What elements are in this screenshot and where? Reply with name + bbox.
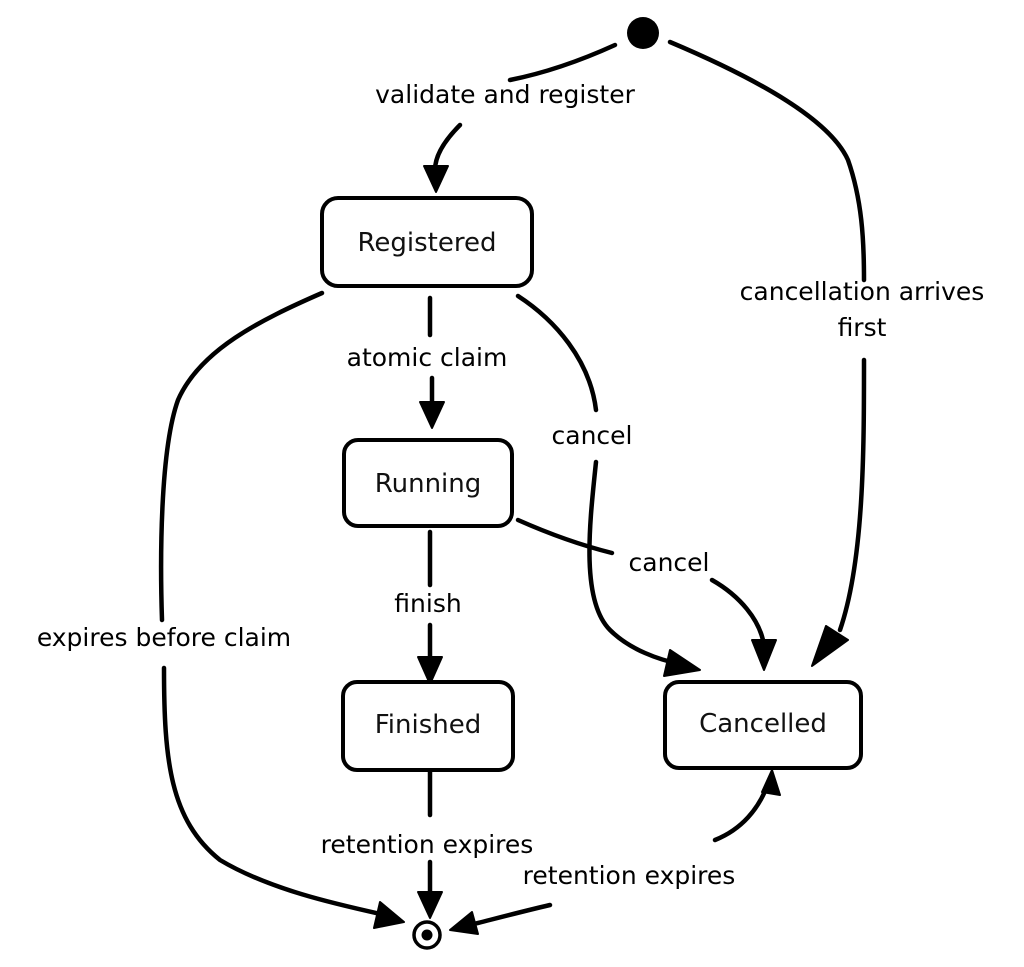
arrowhead-registered-to-cancelled <box>663 649 701 677</box>
edge-expires-lower <box>161 665 388 918</box>
label-expires-before-claim: expires before claim <box>37 623 291 652</box>
state-registered: Registered <box>320 196 534 288</box>
state-running: Running <box>342 438 514 528</box>
arrowhead-to-registered <box>423 165 449 193</box>
label-cancellation-first-line2: first <box>838 313 887 342</box>
edge-validate-register <box>507 42 618 83</box>
arrowhead-cancelled-to-final <box>449 911 479 935</box>
edge-cancellation-first-upper <box>667 39 867 283</box>
arrowhead-first-to-cancelled <box>811 625 849 667</box>
label-cancel-registered: cancel <box>552 421 633 450</box>
arrowhead-to-finished <box>417 656 443 685</box>
arrowhead-from-cancelled <box>761 769 781 796</box>
edge-retention-cancelled-lower <box>467 902 553 928</box>
edge-retention-cancelled-upper <box>712 775 773 843</box>
edge-cancel-registered-upper <box>515 293 599 413</box>
arrowhead-finished-to-final <box>417 891 443 919</box>
edge-validate-register-lower <box>432 122 463 173</box>
edge-cancel-running-lower <box>709 577 767 648</box>
label-cancel-running: cancel <box>629 548 710 577</box>
label-retention-finished: retention expires <box>321 830 534 859</box>
final-state <box>412 920 442 950</box>
label-validate-register: validate and register <box>375 80 635 109</box>
edge-cancel-running-upper <box>515 517 615 556</box>
state-finished-label: Finished <box>375 710 482 740</box>
arrowhead-to-running <box>419 401 445 429</box>
label-cancellation-first-line1: cancellation arrives <box>740 277 985 306</box>
arrowhead-expires-to-final <box>373 901 405 929</box>
label-atomic-claim: atomic claim <box>347 343 508 372</box>
state-running-label: Running <box>375 469 482 499</box>
state-finished: Finished <box>341 680 515 772</box>
edge-cancellation-first-lower <box>837 357 867 633</box>
arrowhead-running-to-cancelled <box>751 639 777 671</box>
edge-expires-upper <box>158 290 325 623</box>
label-finish: finish <box>394 589 461 618</box>
initial-state-dot <box>627 17 659 49</box>
edge-cancel-registered-lower <box>587 459 683 667</box>
state-registered-label: Registered <box>358 228 497 258</box>
state-cancelled: Cancelled <box>663 680 863 770</box>
state-cancelled-label: Cancelled <box>699 709 827 739</box>
label-retention-cancelled: retention expires <box>523 861 736 890</box>
